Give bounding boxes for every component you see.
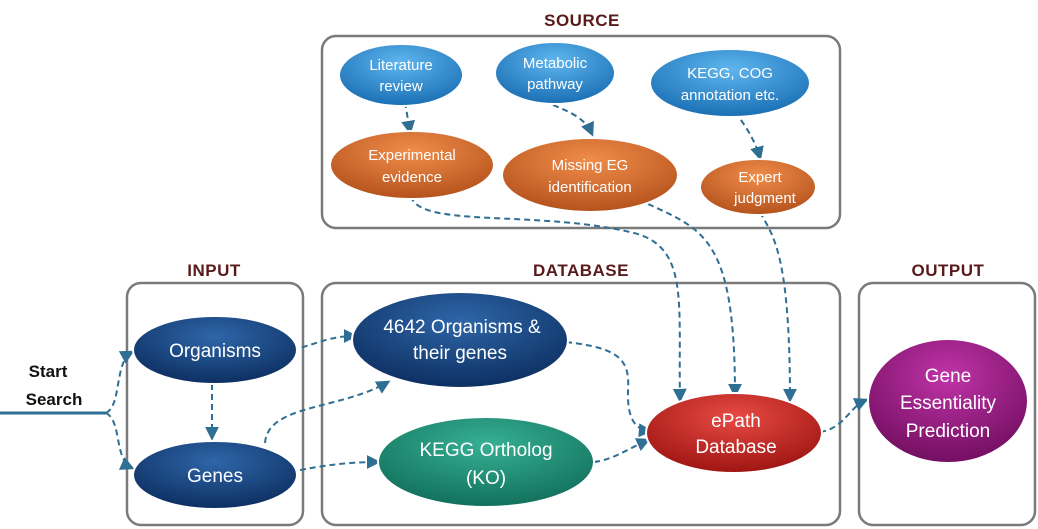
node-gene-essentiality-prediction: Gene Essentiality Prediction <box>867 338 1029 464</box>
node-experimental-evidence-line2: evidence <box>382 169 442 186</box>
node-epath-database-line2: Database <box>695 437 776 458</box>
arrow-organisms-to-4642 <box>291 329 358 351</box>
node-organisms: Organisms <box>132 315 298 385</box>
node-literature-review-line2: review <box>379 78 423 95</box>
node-expert-judgment-line1: Expert <box>738 169 782 186</box>
section-title-source: SOURCE <box>544 11 620 30</box>
node-prediction-line3: Prediction <box>906 421 991 442</box>
node-kegg-ortholog-line1: KEGG Ortholog <box>419 440 552 461</box>
node-prediction-line1: Gene <box>925 366 971 387</box>
node-prediction-line2: Essentiality <box>900 393 997 414</box>
start-search-label-line1: Start <box>29 362 68 381</box>
arrow-epath-to-prediction <box>819 398 869 433</box>
arrow-genes-to-4642 <box>264 380 391 444</box>
node-expert-judgment-line2: judgment <box>733 190 797 207</box>
node-metabolic-pathway-line2: pathway <box>527 76 583 93</box>
node-4642-organisms-line1: 4642 Organisms & <box>383 317 541 338</box>
node-missing-eg-identification-line2: identification <box>548 179 631 196</box>
arrow-genes-to-ko <box>289 455 381 473</box>
node-kegg-ortholog-line2: (KO) <box>466 468 506 489</box>
arrow-4642-to-epath <box>565 341 653 438</box>
node-missing-eg-identification-line1: Missing EG <box>552 157 629 174</box>
node-organisms-line1: Organisms <box>169 341 261 362</box>
node-metabolic-pathway-line1: Metabolic <box>523 55 588 72</box>
node-4642-organisms: 4642 Organisms & their genes <box>351 291 569 389</box>
node-epath-database-line1: ePath <box>711 411 761 432</box>
arrow-metabolic-to-missing <box>552 104 594 137</box>
node-kegg-cog-annotation-line2: annotation etc. <box>681 87 779 104</box>
node-experimental-evidence: Experimental evidence <box>329 130 495 200</box>
arrow-literature-to-experimental <box>401 101 416 135</box>
node-4642-organisms-line2: their genes <box>413 343 507 364</box>
node-literature-review: Literature review <box>338 43 464 107</box>
start-search-label-line2: Search <box>26 390 83 409</box>
node-genes: Genes <box>132 440 298 510</box>
arrow-start-to-organisms <box>105 350 135 414</box>
node-experimental-evidence-line1: Experimental <box>368 147 456 164</box>
node-metabolic-pathway: Metabolic pathway <box>494 41 616 105</box>
node-kegg-cog-annotation: KEGG, COG annotation etc. <box>649 48 811 118</box>
arrow-ko-to-epath <box>593 438 651 463</box>
arrow-missing-to-epath <box>647 203 742 398</box>
arrow-expert-to-epath <box>759 211 797 403</box>
arrow-start-to-genes <box>105 412 135 470</box>
section-title-database: DATABASE <box>533 261 629 280</box>
node-literature-review-line1: Literature <box>369 57 432 74</box>
node-kegg-ortholog: KEGG Ortholog (KO) <box>377 416 595 508</box>
node-kegg-cog-annotation-line1: KEGG, COG <box>687 65 773 82</box>
arrow-experimental-to-epath <box>410 195 687 403</box>
node-expert-judgment: Expert judgment <box>699 158 817 216</box>
section-title-input: INPUT <box>187 261 241 280</box>
section-title-output: OUTPUT <box>912 261 985 280</box>
node-epath-database: ePath Database <box>645 392 823 474</box>
node-missing-eg-identification: Missing EG identification <box>501 137 679 213</box>
node-genes-line1: Genes <box>187 466 243 487</box>
